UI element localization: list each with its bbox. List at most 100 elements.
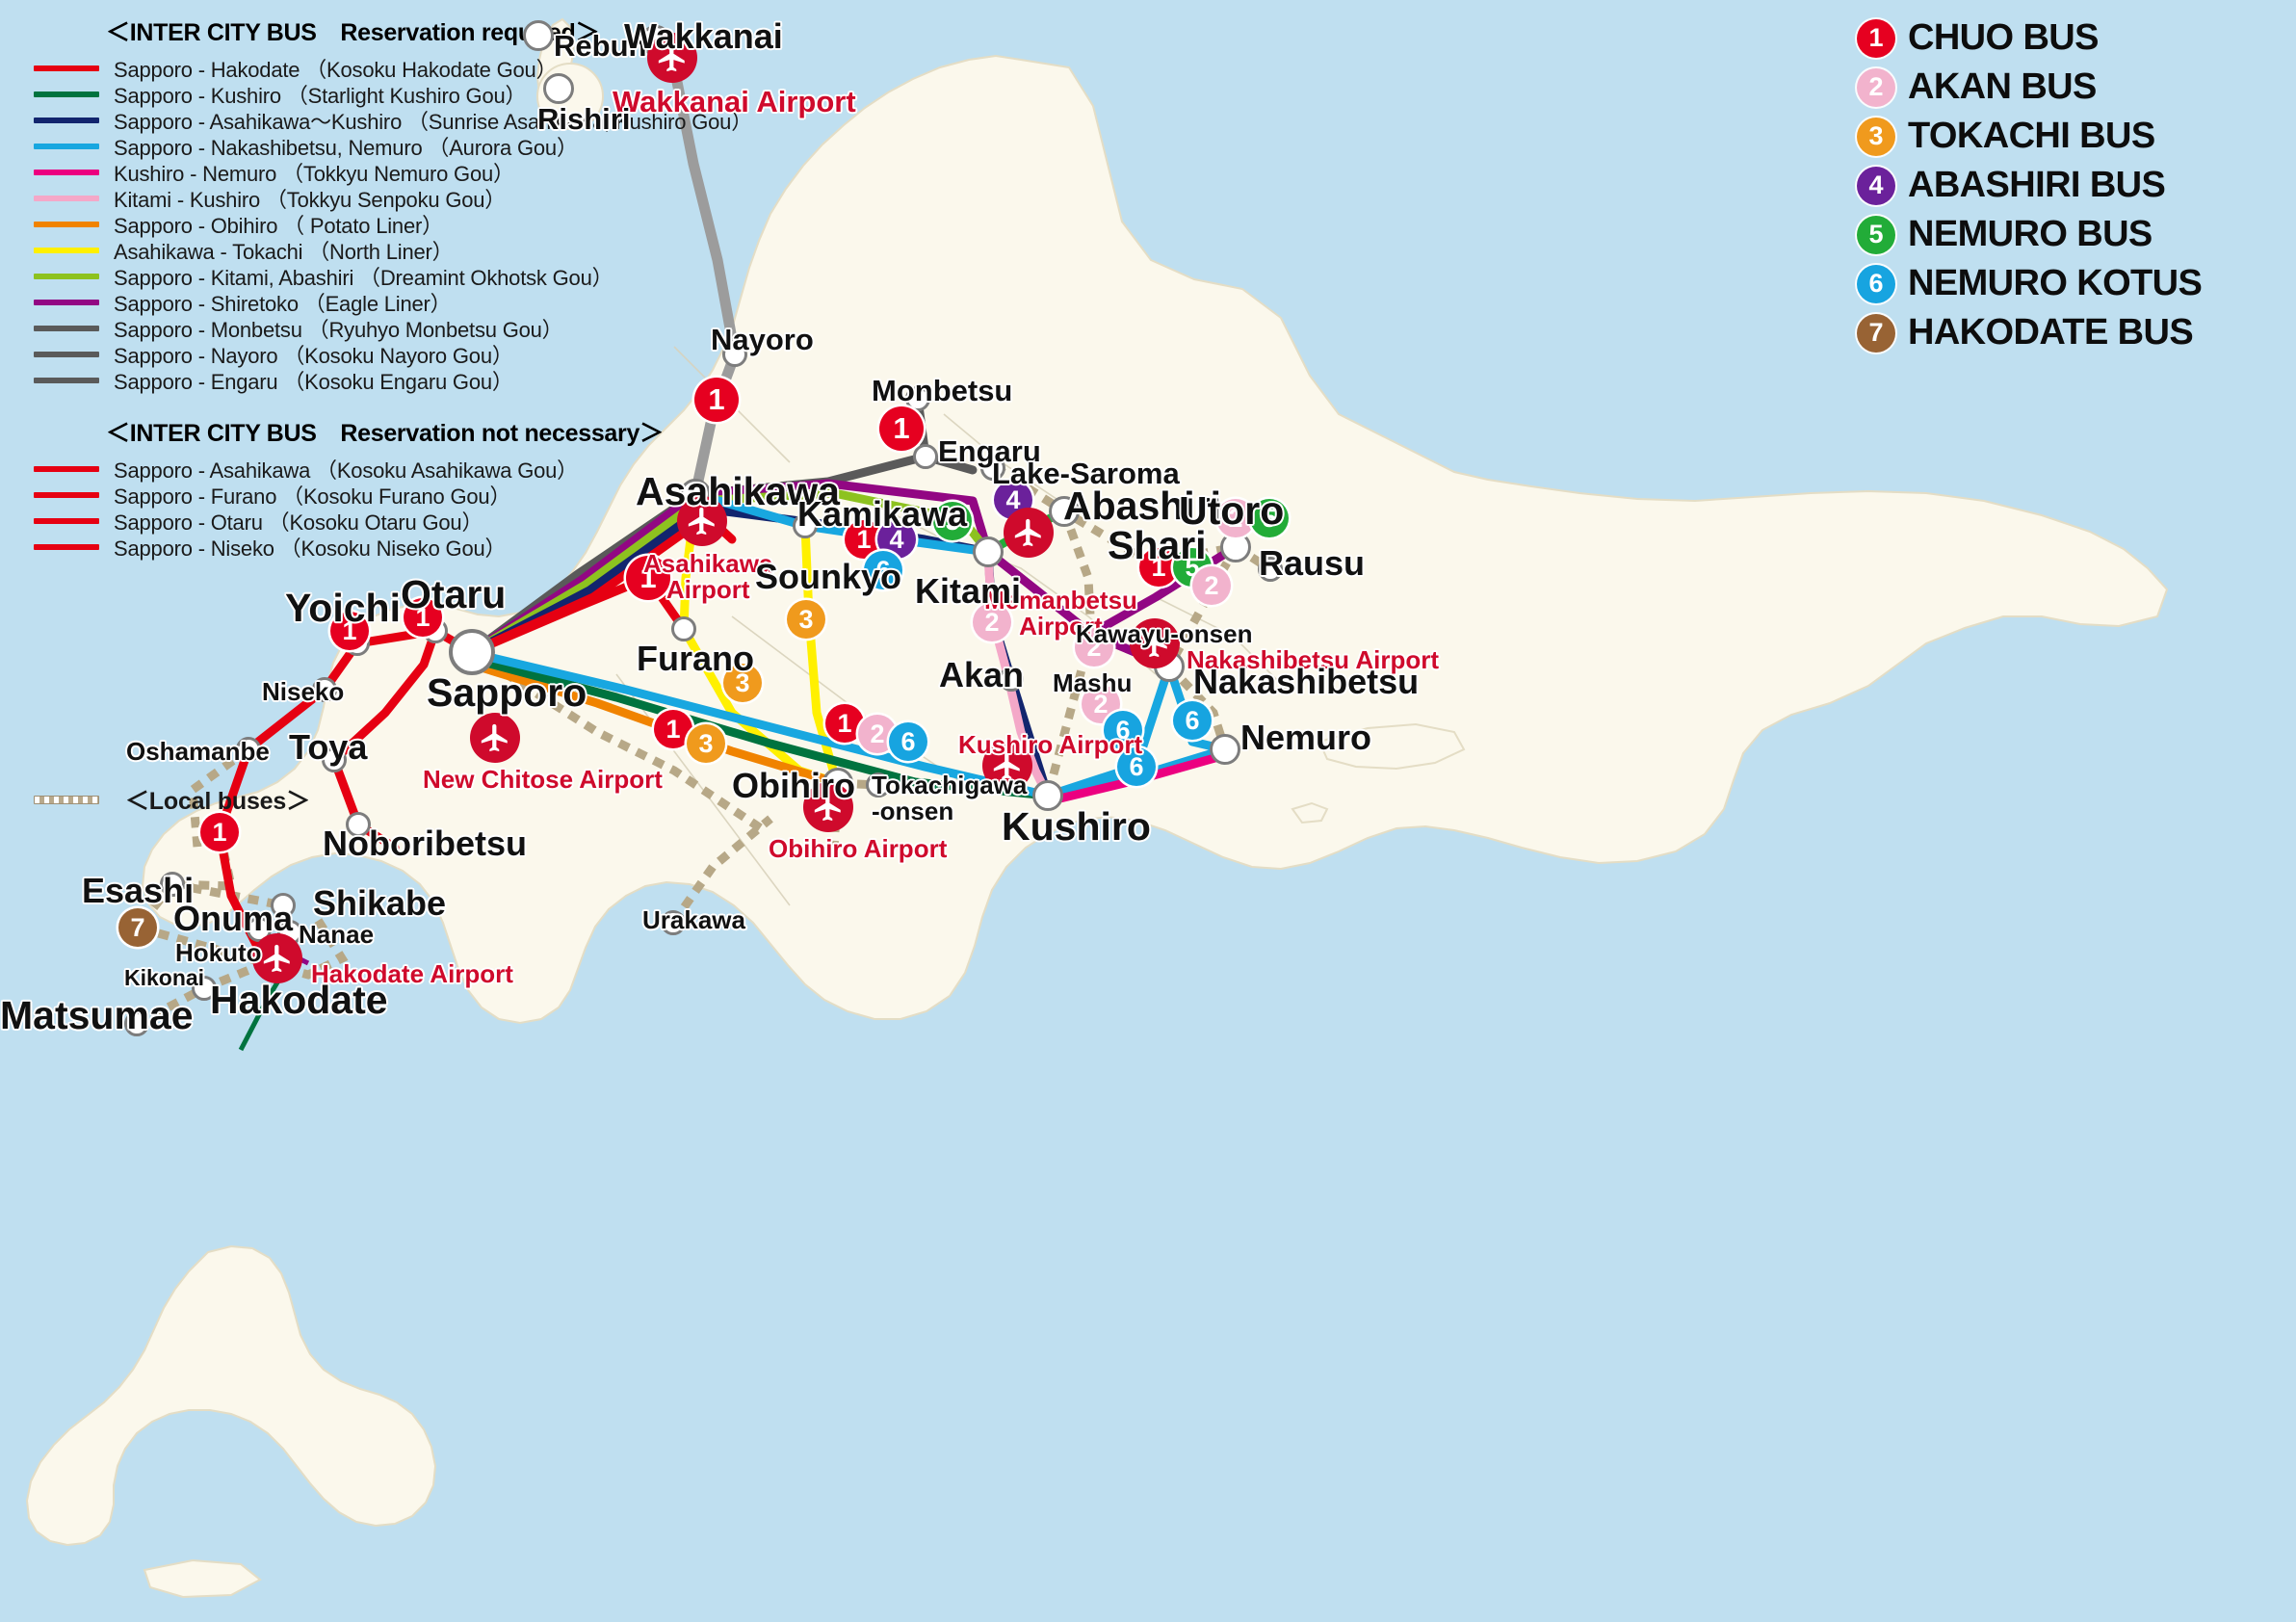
city-label[interactable]: Utoro — [1179, 488, 1285, 533]
map-company-badge[interactable]: 1 — [330, 612, 369, 650]
city-label[interactable]: Lake-Saroma — [992, 457, 1180, 490]
city-label[interactable]: Obihiro — [732, 766, 855, 805]
city-label[interactable]: Nakashibetsu — [1193, 662, 1420, 701]
map-company-badge[interactable]: 2 — [973, 603, 1011, 641]
map-company-badge[interactable]: 6 — [889, 722, 927, 761]
city-node-dot[interactable] — [271, 893, 296, 918]
city-label[interactable]: -onsen — [872, 797, 954, 825]
city-label[interactable]: Rishiri — [537, 102, 631, 136]
city-label[interactable]: Toya — [289, 727, 368, 767]
city-label[interactable]: Esashi — [82, 871, 195, 910]
map-company-badge[interactable]: 1 — [694, 378, 739, 422]
city-label[interactable]: Yoichi — [285, 586, 401, 630]
city-label[interactable]: Nemuro — [1240, 718, 1372, 757]
city-label[interactable]: Matsumae — [0, 993, 194, 1037]
map-company-badge[interactable]: 1 — [200, 813, 239, 851]
city-label[interactable]: Sounkyo — [755, 557, 902, 596]
city-node-dot[interactable] — [661, 910, 686, 935]
city-label[interactable]: Urakawa — [642, 905, 745, 934]
city-label[interactable]: Kushiro — [1002, 804, 1151, 849]
city-label[interactable]: Otaru — [401, 572, 507, 616]
city-node-dot[interactable] — [1258, 557, 1283, 582]
city-label[interactable]: Nanae — [299, 920, 375, 949]
map-company-badge[interactable]: 7 — [118, 908, 157, 947]
map-company-badge[interactable]: 2 — [1075, 628, 1113, 667]
city-label[interactable]: Onuma — [173, 899, 294, 938]
city-label[interactable]: Hakodate — [210, 978, 388, 1022]
city-node-dot[interactable] — [973, 536, 1004, 567]
city-label[interactable]: Akan — [939, 655, 1025, 694]
city-node-dot[interactable] — [346, 812, 371, 837]
map-company-badge[interactable]: 6 — [1173, 701, 1212, 740]
city-node-dot[interactable] — [449, 629, 495, 675]
city-label[interactable]: Engaru — [938, 434, 1041, 468]
city-node-dot[interactable] — [671, 616, 696, 641]
city-label[interactable]: Kikonai — [124, 965, 205, 990]
city-node-dot[interactable] — [312, 677, 337, 702]
city-label[interactable]: Kamikawa — [797, 494, 968, 534]
city-label[interactable]: Oshamanbe — [126, 737, 270, 766]
map-company-badge[interactable]: 6 — [864, 551, 902, 589]
city-label[interactable]: Kawayu-onsen — [1076, 619, 1253, 648]
map-company-badge[interactable]: 1 — [1139, 548, 1178, 587]
city-node-dot[interactable] — [913, 444, 938, 469]
city-label[interactable]: Furano — [637, 639, 754, 678]
map-company-badge[interactable]: 1 — [654, 710, 692, 748]
city-node-dot[interactable] — [722, 342, 747, 367]
city-label[interactable]: Rebun — [554, 29, 647, 63]
city-label[interactable]: Shari — [1108, 523, 1207, 567]
city-node-dot[interactable] — [1210, 734, 1240, 765]
map-company-badge[interactable]: 2 — [1216, 499, 1255, 537]
city-node-dot[interactable] — [866, 772, 891, 798]
city-label[interactable]: Niseko — [262, 677, 345, 706]
city-label[interactable]: Monbetsu — [872, 374, 1013, 407]
map-company-badge[interactable]: 3 — [687, 724, 725, 763]
city-label[interactable]: Sapporo — [427, 670, 587, 715]
airport-label: Hakodate Airport — [311, 960, 513, 987]
city-node-dot[interactable] — [1049, 496, 1080, 527]
map-company-badge[interactable]: 3 — [787, 600, 825, 639]
map-company-badge[interactable]: 1 — [626, 556, 670, 600]
city-node-dot[interactable] — [1032, 780, 1063, 811]
map-company-badge[interactable]: 1 — [879, 406, 924, 451]
city-node-dot[interactable] — [980, 456, 1005, 481]
city-label[interactable]: Noboribetsu — [323, 824, 527, 863]
city-node-dot[interactable] — [543, 73, 574, 104]
map-company-badge[interactable]: 2 — [1082, 685, 1120, 723]
city-node-dot[interactable] — [124, 1011, 149, 1036]
route-color-swatch — [34, 377, 99, 383]
city-label[interactable]: Shikabe — [313, 883, 447, 923]
map-company-badge[interactable]: 5 — [933, 502, 972, 540]
city-label[interactable]: Nayoro — [711, 323, 814, 356]
city-label[interactable]: Asahikawa — [636, 469, 840, 513]
map-company-badge[interactable]: 1 — [825, 704, 864, 743]
city-node-dot[interactable] — [793, 513, 818, 538]
city-label[interactable]: Tokachigawa — [872, 771, 1028, 799]
city-node-dot[interactable] — [236, 737, 261, 762]
city-node-dot[interactable] — [523, 20, 554, 51]
map-company-badge[interactable]: 5 — [1250, 499, 1289, 537]
city-node-dot[interactable] — [192, 976, 217, 1001]
city-node-dot[interactable] — [322, 747, 347, 772]
map-company-badge[interactable]: 2 — [1192, 566, 1231, 605]
map-company-badge[interactable]: 6 — [1104, 711, 1142, 749]
map-company-badge[interactable]: 6 — [1117, 747, 1156, 786]
city-label[interactable]: Wakkanai — [624, 16, 783, 56]
map-company-badge[interactable]: 1 — [404, 598, 442, 637]
city-label[interactable]: Mashu — [1053, 668, 1133, 697]
city-label[interactable]: Abashiri — [1063, 484, 1222, 528]
city-label[interactable]: Hokuto — [175, 938, 262, 967]
city-label[interactable]: Rausu — [1259, 543, 1366, 583]
city-label[interactable]: Kitami — [915, 571, 1022, 611]
route-color-swatch — [34, 351, 99, 357]
city-node-dot[interactable] — [999, 667, 1024, 692]
map-company-badge[interactable]: 3 — [723, 664, 762, 702]
city-node-dot[interactable] — [160, 872, 185, 897]
